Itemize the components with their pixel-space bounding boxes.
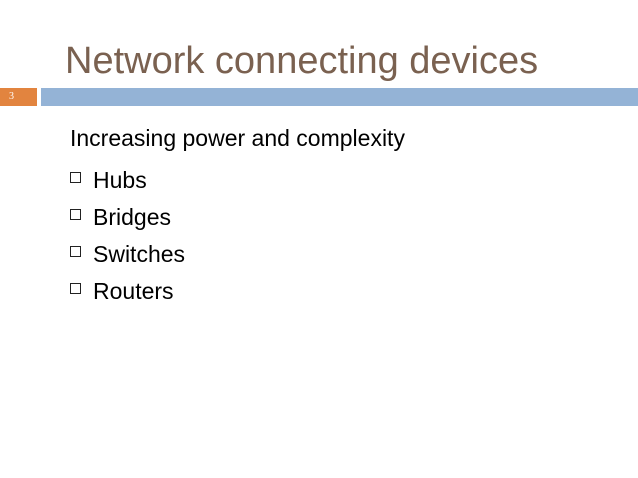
- square-bullet-icon: [70, 209, 81, 220]
- square-bullet-icon: [70, 172, 81, 183]
- bullet-label: Hubs: [93, 166, 147, 193]
- bullet-item-bridges: Bridges: [70, 198, 185, 235]
- bullet-item-switches: Switches: [70, 235, 185, 272]
- bullet-item-hubs: Hubs: [70, 161, 185, 198]
- intro-text: Increasing power and complexity: [70, 125, 405, 151]
- title-divider-bar: [41, 88, 638, 106]
- bullet-label: Switches: [93, 240, 186, 267]
- bullet-label: Routers: [93, 277, 174, 304]
- slide-number: 3: [9, 91, 14, 102]
- slide-number-box: 3: [0, 88, 37, 106]
- bullet-label: Bridges: [93, 203, 171, 230]
- square-bullet-icon: [70, 283, 81, 294]
- slide-title: Network connecting devices: [65, 40, 539, 82]
- bullet-item-routers: Routers: [70, 272, 185, 309]
- bullet-list: Hubs Bridges Switches Routers: [70, 161, 185, 309]
- square-bullet-icon: [70, 246, 81, 257]
